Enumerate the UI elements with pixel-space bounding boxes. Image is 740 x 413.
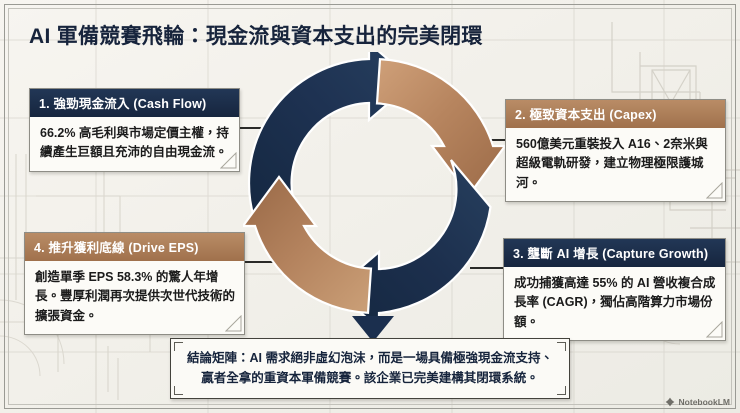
card-drive-eps-body: 創造單季 EPS 58.3% 的驚人年增長。豐厚利潤再次提供次世代技術的擴張資金… <box>25 261 244 335</box>
corner-tick-bottom-left <box>174 386 183 395</box>
connector-card1 <box>240 127 274 129</box>
corner-tick-top-left <box>174 342 183 351</box>
segment-bottom-right-navy <box>332 159 492 320</box>
notebooklm-watermark: NotebookLM <box>665 397 730 407</box>
card-cash-flow[interactable]: 1. 強勁現金流入 (Cash Flow) 66.2% 高毛利與市場定價主權，持… <box>29 88 240 172</box>
card-capex[interactable]: 2. 極致資本支出 (Capex) 560億美元重裝投入 A16、2奈米與超級電… <box>505 99 726 203</box>
down-arrow-icon <box>352 316 394 342</box>
segment-top-right-copper <box>375 58 505 197</box>
card-drive-eps-heading: 4. 推升獲利底線 (Drive EPS) <box>25 233 244 261</box>
conclusion-banner: 結論矩陣：AI 需求絕非虛幻泡沫，而是一場具備極強現金流支持、贏者全拿的重資本軍… <box>170 338 570 399</box>
connector-card3 <box>470 267 506 269</box>
card-cash-flow-body: 66.2% 高毛利與市場定價主權，持續產生巨額且充沛的自由現金流。 <box>30 117 239 171</box>
card-capture-growth[interactable]: 3. 壟斷 AI 增長 (Capture Growth) 成功捕獲高達 55% … <box>503 238 726 342</box>
corner-tick-top-right <box>557 342 566 351</box>
connector-card4 <box>240 261 274 263</box>
card-cash-flow-heading: 1. 強勁現金流入 (Cash Flow) <box>30 89 239 117</box>
watermark-label: NotebookLM <box>678 397 730 407</box>
corner-tick-bottom-right <box>557 386 566 395</box>
card-capex-heading: 2. 極致資本支出 (Capex) <box>506 100 725 128</box>
segment-top-left-navy <box>247 52 416 230</box>
card-capex-body: 560億美元重裝投入 A16、2奈米與超級電軌研發，建立物理極限護城河。 <box>506 128 725 202</box>
page-title: AI 軍備競賽飛輪：現金流與資本支出的完美閉環 <box>29 25 483 48</box>
card-capture-growth-heading: 3. 壟斷 AI 增長 (Capture Growth) <box>504 239 725 267</box>
segment-bottom-left-copper <box>243 175 373 314</box>
card-drive-eps[interactable]: 4. 推升獲利底線 (Drive EPS) 創造單季 EPS 58.3% 的驚人… <box>24 232 245 336</box>
flywheel-cycle-diagram <box>243 52 505 320</box>
card-capture-growth-body: 成功捕獲高達 55% 的 AI 營收複合成長率 (CAGR)，獨佔高階算力市場份… <box>504 267 725 341</box>
conclusion-text: 結論矩陣：AI 需求絕非虛幻泡沫，而是一場具備極強現金流支持、贏者全拿的重資本軍… <box>187 351 553 385</box>
notebooklm-logo-icon <box>665 397 674 407</box>
